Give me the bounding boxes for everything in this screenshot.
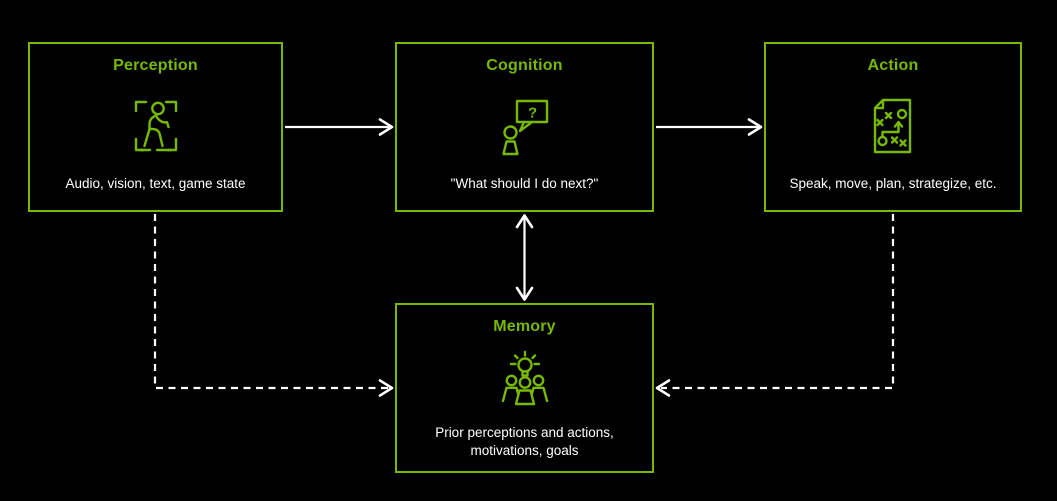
node-subtitle: "What should I do next?"	[450, 175, 599, 191]
question-mark-glyph: ?	[528, 104, 537, 121]
person-question-bubble-icon: ?	[496, 75, 554, 175]
subtitle-line-1: Prior perceptions and actions,	[435, 424, 614, 440]
arrow-cognition-to-action	[656, 118, 763, 136]
dashed-arrow-action-to-memory	[655, 214, 895, 397]
strategy-playbook-icon	[864, 75, 922, 175]
person-scan-icon	[127, 75, 185, 175]
node-subtitle: Prior perceptions and actions, motivatio…	[425, 424, 624, 460]
node-perception: Perception Audio, vision, text, game sta…	[28, 42, 283, 212]
node-subtitle: Speak, move, plan, strategize, etc.	[789, 175, 997, 191]
group-lightbulb-icon	[494, 336, 556, 424]
subtitle-line-2: motivations, goals	[470, 442, 579, 458]
node-memory: Memory	[395, 303, 654, 473]
node-action: Action Speak, move, plan, strategize, et…	[764, 42, 1022, 212]
node-subtitle: Audio, vision, text, game state	[65, 175, 246, 191]
node-cognition: Cognition ? "What should I do next?"	[395, 42, 654, 212]
dashed-arrow-perception-to-memory	[153, 214, 394, 397]
node-title: Perception	[113, 57, 198, 74]
node-title: Memory	[493, 318, 556, 335]
arrow-cognition-memory-bidirectional	[515, 214, 534, 301]
node-title: Action	[867, 57, 919, 74]
arrow-perception-to-cognition	[285, 118, 394, 136]
node-title: Cognition	[486, 57, 563, 74]
